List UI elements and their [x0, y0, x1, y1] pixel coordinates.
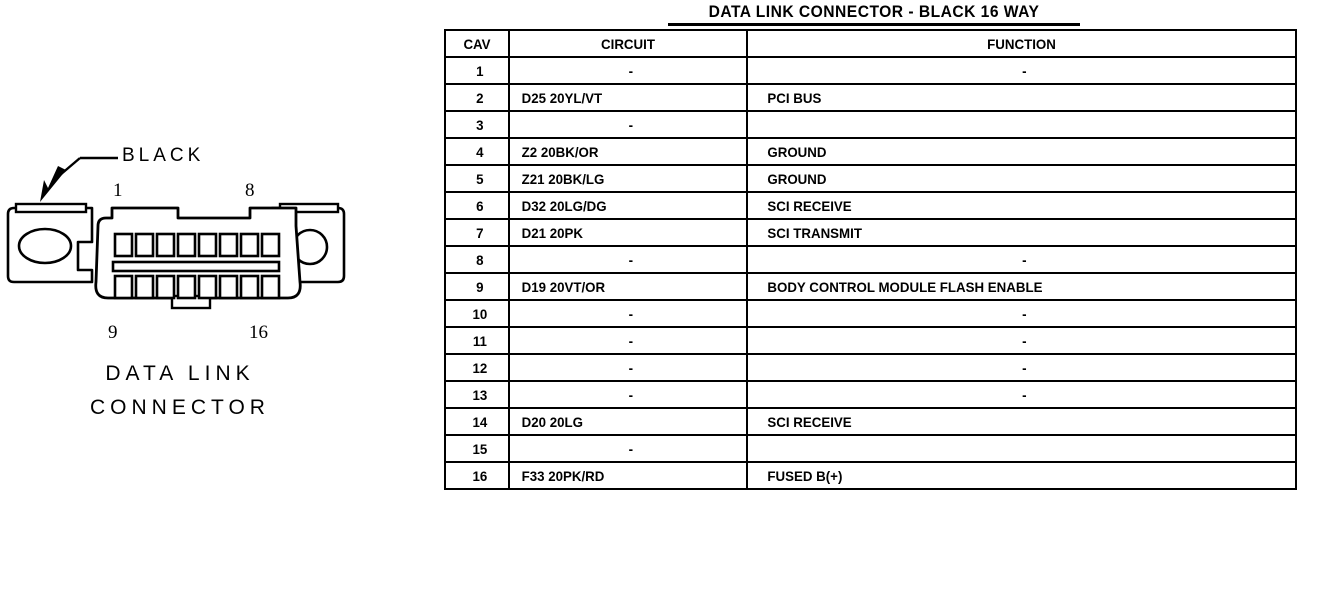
cell-cav: 11: [445, 326, 509, 355]
cell-cav: 7: [445, 218, 509, 247]
cell-cav: 14: [445, 407, 509, 436]
pin-number-16-label: 16: [249, 322, 268, 343]
cell-cav: 3: [445, 110, 509, 139]
cell-function: -: [759, 353, 1284, 382]
cell-cav: 8: [445, 245, 509, 274]
cell-function: -: [759, 245, 1284, 274]
cell-circuit: -: [514, 56, 742, 85]
table-row: 12--: [445, 353, 1296, 382]
table-row: 13--: [445, 380, 1296, 409]
black-callout-leader-icon: [40, 156, 118, 202]
pin-number-9-label: 9: [108, 322, 118, 343]
cell-function: PCI BUS: [759, 83, 1284, 112]
cell-circuit: -: [514, 326, 742, 355]
cell-function: -: [759, 299, 1284, 328]
cell-function: FUSED B(+): [759, 461, 1284, 490]
cell-function: SCI RECEIVE: [759, 407, 1284, 436]
cell-circuit: D25 20YL/VT: [514, 83, 742, 112]
cell-function: [759, 434, 1284, 463]
cell-cav: 10: [445, 299, 509, 328]
cell-cav: 16: [445, 461, 509, 490]
cell-circuit: -: [514, 299, 742, 328]
table-title-underline: [668, 23, 1080, 26]
left-mounting-flange: [6, 202, 94, 284]
center-keying-slot: [111, 260, 281, 273]
cell-function: [759, 110, 1284, 139]
cell-function: -: [759, 56, 1284, 85]
cell-circuit: Z21 20BK/LG: [514, 164, 742, 193]
connector-caption-line-1: DATA LINK: [105, 362, 255, 385]
data-link-connector-drawing: [6, 156, 346, 310]
cell-circuit: D32 20LG/DG: [514, 191, 742, 220]
table-header-row: CAV CIRCUIT FUNCTION: [445, 29, 1296, 58]
cell-circuit: Z2 20BK/OR: [514, 137, 742, 166]
connector-caption-line-2: CONNECTOR: [90, 396, 270, 419]
cell-function: -: [759, 326, 1284, 355]
cell-function: BODY CONTROL MODULE FLASH ENABLE: [759, 272, 1284, 301]
cell-function: -: [759, 380, 1284, 409]
cell-function: SCI TRANSMIT: [759, 218, 1284, 247]
table-row: 1--: [445, 56, 1296, 85]
column-header-circuit: CIRCUIT: [514, 29, 742, 58]
cell-function: GROUND: [759, 164, 1284, 193]
cell-cav: 5: [445, 164, 509, 193]
black-color-callout-label: BLACK: [122, 145, 205, 166]
cell-circuit: -: [514, 245, 742, 274]
table-row: 15-: [445, 434, 1296, 463]
cell-circuit: D19 20VT/OR: [514, 272, 742, 301]
cell-cav: 4: [445, 137, 509, 166]
cell-function: SCI RECEIVE: [759, 191, 1284, 220]
table-row: 3-: [445, 110, 1296, 139]
cell-cav: 15: [445, 434, 509, 463]
cell-circuit: -: [514, 110, 742, 139]
pin-number-8-label: 8: [245, 180, 255, 201]
cell-cav: 12: [445, 353, 509, 382]
cell-circuit: -: [514, 380, 742, 409]
cell-circuit: -: [514, 434, 742, 463]
cell-cav: 1: [445, 56, 509, 85]
column-header-function: FUNCTION: [759, 29, 1284, 58]
cell-cav: 2: [445, 83, 509, 112]
connector-illustration-panel: BLACK 1 8 9 16 DATA LINK CONNECTOR: [0, 0, 440, 610]
table-row: 10--: [445, 299, 1296, 328]
pin-cavity-row-bottom: [113, 274, 281, 300]
cell-cav: 6: [445, 191, 509, 220]
table-row: 8--: [445, 245, 1296, 274]
cell-circuit: -: [514, 353, 742, 382]
cell-cav: 9: [445, 272, 509, 301]
cell-function: GROUND: [759, 137, 1284, 166]
table-title: DATA LINK CONNECTOR - BLACK 16 WAY: [708, 2, 1040, 21]
column-header-cav: CAV: [445, 29, 509, 58]
pinout-table-panel: DATA LINK CONNECTOR - BLACK 16 WAY CAV C…: [444, 0, 1304, 490]
cell-circuit: D20 20LG: [514, 407, 742, 436]
pin-number-1-label: 1: [113, 180, 123, 201]
pin-cavity-row-top: [113, 232, 281, 258]
table-row: 11--: [445, 326, 1296, 355]
cell-cav: 13: [445, 380, 509, 409]
cell-circuit: D21 20PK: [514, 218, 742, 247]
cell-circuit: F33 20PK/RD: [514, 461, 742, 490]
